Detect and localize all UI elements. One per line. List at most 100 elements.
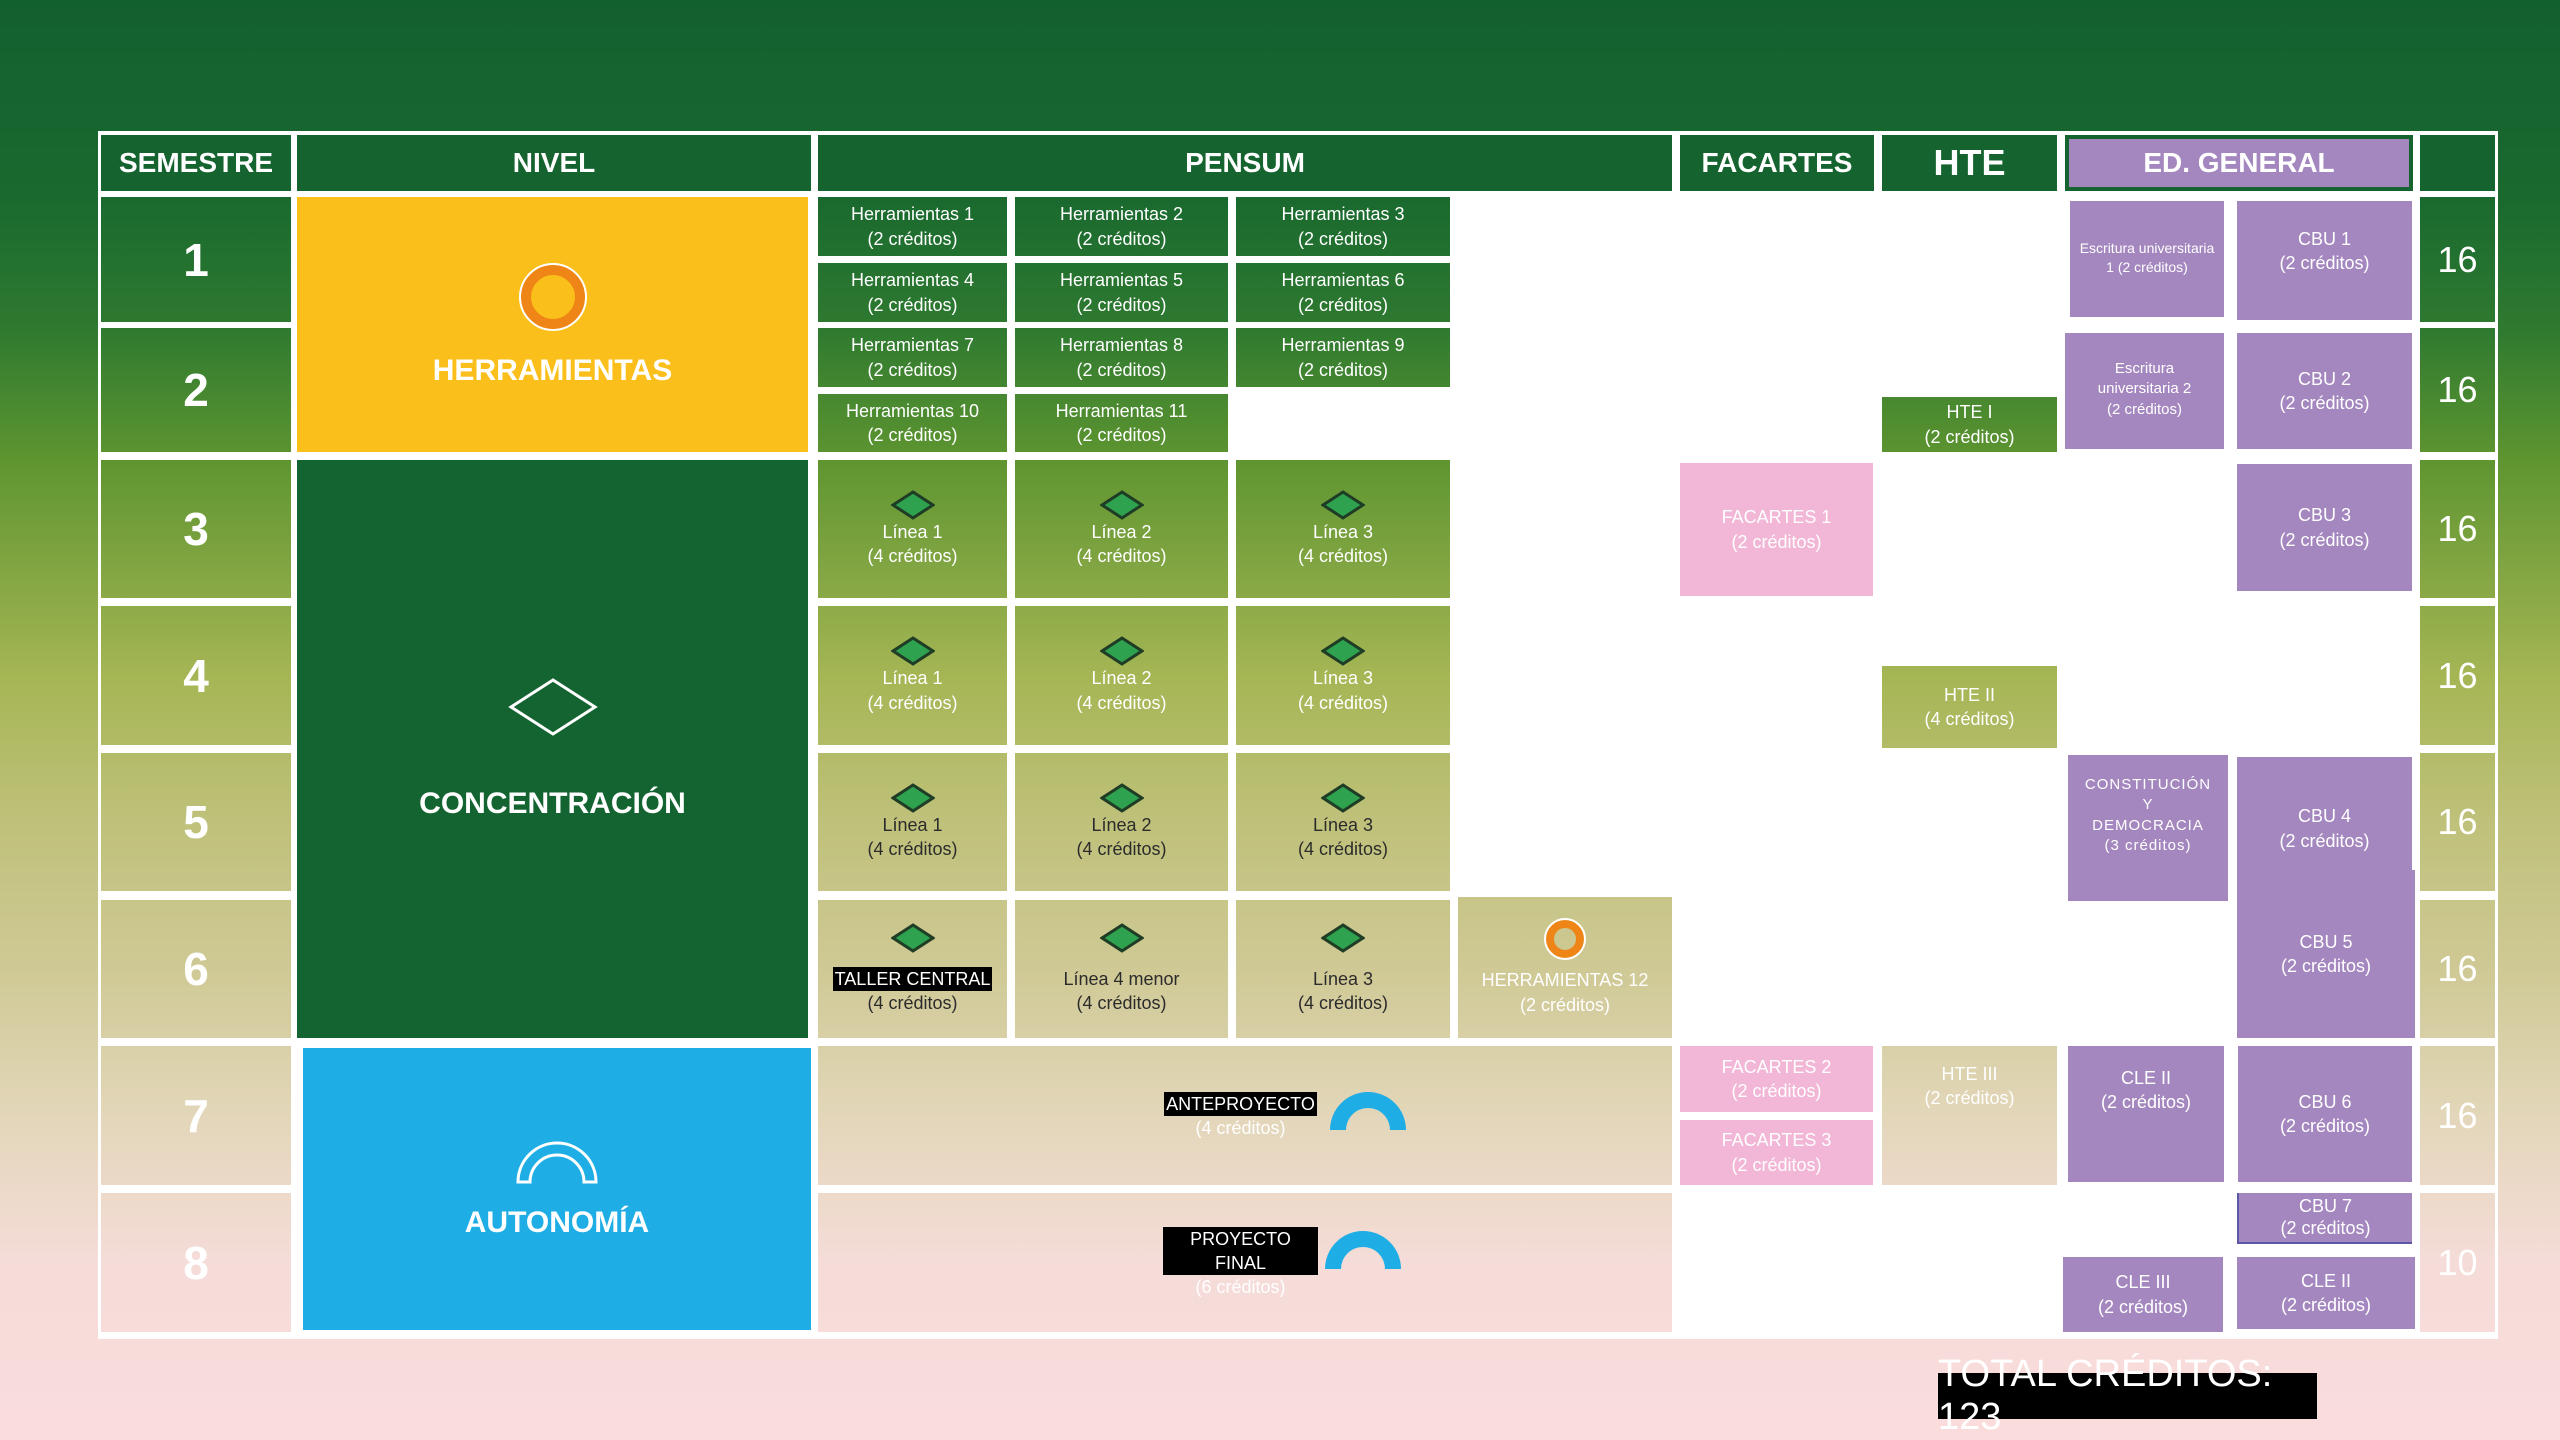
course-cell[interactable]: Escritura universitaria 2(2 créditos) <box>2065 333 2224 449</box>
header-hte: HTE <box>1882 135 2057 191</box>
course-name: CBU 6 <box>2298 1091 2352 1112</box>
course-cell[interactable]: Herramientas 3(2 créditos) <box>1236 197 1450 256</box>
course-name: Herramientas 6 <box>1281 270 1405 291</box>
course-credits: (2 créditos) <box>867 228 958 249</box>
course-cell[interactable]: FACARTES 1(2 créditos) <box>1680 463 1873 596</box>
diamond-icon <box>1100 636 1144 666</box>
course-name: Línea 1 <box>882 521 943 542</box>
course-credits: 1 (2 créditos) <box>2106 258 2188 275</box>
course-cell[interactable]: CLE II(2 créditos) <box>2068 1046 2224 1182</box>
course-cell[interactable]: HTE III(2 créditos) <box>1882 1046 2057 1185</box>
course-cell[interactable]: TALLER CENTRAL(4 créditos) <box>818 900 1007 1038</box>
course-name: Herramientas 3 <box>1281 204 1405 225</box>
course-credits: (4 créditos) <box>1924 709 2015 729</box>
arch-icon <box>1330 1092 1406 1130</box>
course-cell[interactable]: CBU 7(2 créditos) <box>2237 1193 2412 1244</box>
course-cell[interactable]: Línea 3(4 créditos) <box>1236 900 1450 1038</box>
course-cell[interactable]: Herramientas 7 (2 créditos) <box>818 328 1007 387</box>
semester-7: 7 <box>101 1046 291 1185</box>
anteproyecto-row[interactable]: ANTEPROYECTO(4 créditos) <box>818 1046 1672 1185</box>
course-cell[interactable]: FACARTES 3(2 créditos) <box>1680 1120 1873 1185</box>
course-cell[interactable]: Herramientas 11(2 créditos) <box>1015 394 1228 452</box>
course-name: Línea 3 <box>1312 521 1374 542</box>
course-name: Línea 1 <box>882 814 943 835</box>
diamond-icon <box>891 636 935 666</box>
course-credits: (2 créditos) <box>1731 1081 1822 1101</box>
course-name: CLE II <box>2120 1068 2172 1088</box>
course-cell[interactable]: CBU 1(2 créditos) <box>2237 201 2412 320</box>
course-credits: (2 créditos) <box>2279 529 2370 550</box>
course-credits: (2 créditos) <box>2097 1296 2189 1317</box>
course-credits: (4 créditos) <box>867 993 958 1013</box>
course-credits: (2 créditos) <box>1297 294 1389 315</box>
course-name: CONSTITUCIÓN Y DEMOCRACIA <box>2084 776 2212 834</box>
course-cell[interactable]: Línea 2(4 créditos) <box>1015 460 1228 598</box>
course-name: CBU 4 <box>2297 806 2351 827</box>
course-credits: (2 créditos) <box>2279 253 2370 274</box>
course-credits: (4 créditos) <box>1297 839 1389 859</box>
course-name: Escritura universitaria <box>2079 240 2215 256</box>
arch-icon <box>1325 1231 1401 1269</box>
course-credits: (2 créditos) <box>1076 294 1167 315</box>
course-credits: (2 créditos) <box>2280 1217 2371 1238</box>
course-cell[interactable]: Herramientas 9(2 créditos) <box>1236 328 1450 387</box>
course-cell[interactable]: Línea 2(4 créditos) <box>1015 753 1228 891</box>
course-cell[interactable]: HTE II(4 créditos) <box>1882 666 2057 748</box>
course-cell[interactable]: Línea 1(4 créditos) <box>818 460 1007 598</box>
course-credits: (2 créditos) <box>1076 359 1167 380</box>
course-cell[interactable]: Herramientas 5(2 créditos) <box>1015 263 1228 322</box>
semester-6: 6 <box>101 900 291 1038</box>
course-cell[interactable]: CBU 5(2 créditos) <box>2237 870 2415 1038</box>
course-cell[interactable]: Línea 3(4 créditos) <box>1236 606 1450 745</box>
course-name: CBU 7 <box>2298 1195 2352 1216</box>
course-credits: (2 créditos) <box>867 359 958 380</box>
course-cell[interactable]: FACARTES 2(2 créditos) <box>1680 1046 1873 1112</box>
course-cell[interactable]: Herramientas 10(2 créditos) <box>818 394 1007 452</box>
course-credits: (2 créditos) <box>2279 393 2370 413</box>
nivel-label: AUTONOMÍA <box>464 1206 650 1239</box>
header-nivel: NIVEL <box>297 135 811 191</box>
course-credits: (2 créditos) <box>2280 1295 2372 1315</box>
course-cell[interactable]: Escritura universitaria 1 (2 créditos) <box>2070 201 2224 317</box>
course-credits: (4 créditos) <box>1076 546 1167 566</box>
course-cell[interactable]: Línea 1(4 créditos) <box>818 753 1007 891</box>
course-cell[interactable]: CLE II(2 créditos) <box>2237 1257 2415 1329</box>
course-name: Herramientas 9 <box>1281 335 1405 356</box>
semester-total: 16 <box>2420 900 2495 1038</box>
course-credits: (4 créditos) <box>867 692 958 713</box>
course-cell[interactable]: Herramientas 6 (2 créditos) <box>1236 263 1450 322</box>
course-name: PROYECTO FINAL <box>1163 1226 1318 1276</box>
course-cell[interactable]: CONSTITUCIÓN Y DEMOCRACIA(3 créditos) <box>2068 755 2228 901</box>
course-cell[interactable]: Línea 2(4 créditos) <box>1015 606 1228 745</box>
header-semestre: SEMESTRE <box>101 135 291 191</box>
course-credits: (2 créditos) <box>2106 400 2183 418</box>
course-cell[interactable]: HERRAMIENTAS 12(2 créditos) <box>1458 897 1672 1038</box>
proyecto-final-row[interactable]: PROYECTO FINAL(6 créditos) <box>818 1193 1672 1332</box>
course-cell[interactable]: Herramientas 4 (2 créditos) <box>818 263 1007 322</box>
diamond-icon <box>891 783 935 813</box>
course-credits: (4 créditos) <box>1076 993 1167 1013</box>
course-cell[interactable]: Línea 3(4 créditos) <box>1236 753 1450 891</box>
course-cell[interactable]: CBU 2(2 créditos) <box>2237 333 2412 449</box>
diamond-icon <box>1321 783 1365 813</box>
semester-total: 16 <box>2420 753 2495 891</box>
course-credits: (2 créditos) <box>1076 228 1167 249</box>
course-cell[interactable]: Herramientas 2(2 créditos) <box>1015 197 1228 256</box>
course-cell[interactable]: CLE III(2 créditos) <box>2063 1257 2223 1332</box>
diamond-icon <box>1321 636 1365 666</box>
semester-4: 4 <box>101 606 291 745</box>
course-cell[interactable]: CBU 3(2 créditos) <box>2237 464 2412 591</box>
course-credits: (2 créditos) <box>867 425 958 445</box>
course-cell[interactable]: Herramientas 1(2 créditos) <box>818 197 1007 256</box>
course-cell[interactable]: CBU 6(2 créditos) <box>2238 1046 2412 1182</box>
course-name: TALLER CENTRAL <box>832 966 993 991</box>
course-credits: (2 créditos) <box>867 294 958 315</box>
course-cell[interactable]: Línea 3(4 créditos) <box>1236 460 1450 598</box>
course-cell[interactable]: Línea 1(4 créditos) <box>818 606 1007 745</box>
course-cell[interactable]: Línea 4 menor(4 créditos) <box>1015 900 1228 1038</box>
course-cell[interactable]: Herramientas 8(2 créditos) <box>1015 328 1228 387</box>
diamond-icon <box>1100 783 1144 813</box>
course-name: Herramientas 7 <box>850 335 975 356</box>
course-name: Herramientas 4 <box>850 270 975 291</box>
course-cell[interactable]: HTE I(2 créditos) <box>1882 397 2057 452</box>
